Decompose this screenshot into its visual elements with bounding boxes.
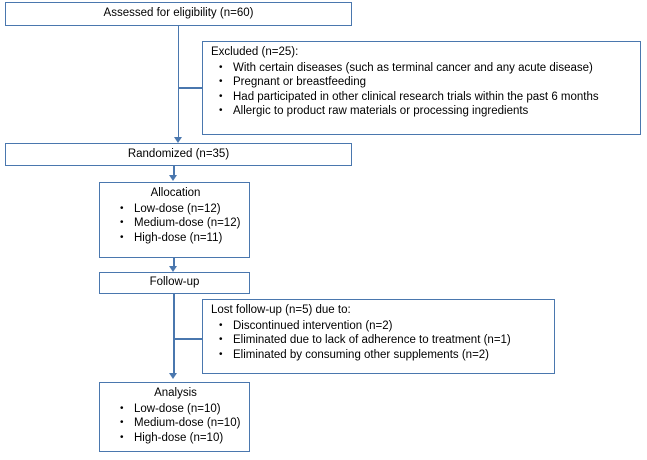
list-item: Pregnant or breastfeeding <box>211 75 634 90</box>
node-excluded-list: With certain diseases (such as terminal … <box>211 61 634 119</box>
connector-to-lost-followup <box>173 338 204 340</box>
node-analysis: Analysis Low-dose (n=10) Medium-dose (n=… <box>99 382 250 452</box>
node-randomized: Randomized (n=35) <box>5 143 352 166</box>
node-allocation: Allocation Low-dose (n=12) Medium-dose (… <box>99 182 250 258</box>
arrowhead-analysis <box>169 373 178 379</box>
node-excluded-header: Excluded (n=25): <box>211 46 299 58</box>
node-assessed-for-eligibility: Assessed for eligibility (n=60) <box>5 2 352 26</box>
arrowhead-allocation <box>169 175 178 181</box>
list-item: Discontinued intervention (n=2) <box>211 319 548 334</box>
list-item: Low-dose (n=12) <box>108 202 243 217</box>
list-item: High-dose (n=10) <box>108 431 243 446</box>
list-item: Allergic to product raw materials or pro… <box>211 104 634 119</box>
connector-allocation-to-followup <box>173 258 175 266</box>
node-lost-followup: Lost follow-up (n=5) due to: Discontinue… <box>202 299 555 374</box>
connector-followup-to-analysis <box>173 294 175 374</box>
list-item: With certain diseases (such as terminal … <box>211 61 634 76</box>
node-followup-label: Follow-up <box>149 276 200 289</box>
node-lost-followup-list: Discontinued intervention (n=2) Eliminat… <box>211 319 548 363</box>
list-item: Had participated in other clinical resea… <box>211 90 634 105</box>
list-item: Medium-dose (n=12) <box>108 216 243 231</box>
list-item: High-dose (n=11) <box>108 231 243 246</box>
node-allocation-title: Allocation <box>150 187 201 199</box>
list-item: Low-dose (n=10) <box>108 402 243 417</box>
connector-randomized-to-allocation <box>173 166 175 176</box>
list-item: Eliminated due to lack of adherence to t… <box>211 333 548 348</box>
list-item: Eliminated by consuming other supplement… <box>211 348 548 363</box>
connector-to-excluded <box>177 87 204 89</box>
node-randomized-label: Randomized (n=35) <box>127 147 230 160</box>
node-allocation-list: Low-dose (n=12) Medium-dose (n=12) High-… <box>108 202 243 246</box>
connector-assessed-to-randomized <box>177 26 180 138</box>
node-followup: Follow-up <box>99 272 250 294</box>
node-assessed-label: Assessed for eligibility (n=60) <box>103 7 254 20</box>
node-analysis-list: Low-dose (n=10) Medium-dose (n=10) High-… <box>108 402 243 446</box>
node-analysis-title: Analysis <box>154 387 197 399</box>
list-item: Medium-dose (n=10) <box>108 416 243 431</box>
node-lost-followup-header: Lost follow-up (n=5) due to: <box>211 304 351 316</box>
arrowhead-randomized <box>173 137 182 143</box>
arrowhead-followup <box>169 266 178 272</box>
node-excluded: Excluded (n=25): With certain diseases (… <box>202 41 641 135</box>
